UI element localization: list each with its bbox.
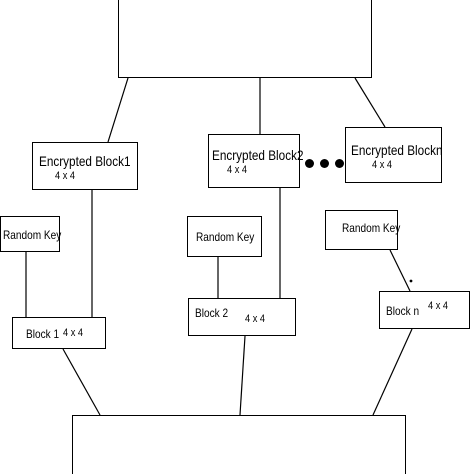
- encrypted-block-2-size: 4 x 4: [227, 164, 248, 176]
- plain-block-2: Block 2 4 x 4: [188, 298, 296, 336]
- encrypted-block-n-size: 4 x 4: [372, 159, 393, 171]
- top-box: [118, 0, 372, 78]
- plain-block-n-name: Block n: [386, 304, 420, 318]
- bottom-box: [72, 415, 406, 474]
- plain-block-n-size: 4 x 4: [428, 300, 449, 312]
- plain-block-2-name: Block 2: [195, 306, 229, 320]
- encrypted-block-1-size: 4 x 4: [55, 170, 76, 182]
- random-key-1: Random Key: [0, 216, 62, 252]
- plain-block-1-name: Block 1: [26, 327, 60, 341]
- connector-blockn-to-bottom: [372, 328, 413, 416]
- random-key-2: Random Key: [187, 216, 262, 257]
- plain-block-2-size: 4 x 4: [245, 313, 266, 325]
- plain-block-1-size: 4 x 4: [63, 327, 84, 339]
- encrypted-block-1-title: Encrypted Block1: [39, 153, 131, 169]
- stray-dot: [409, 279, 413, 283]
- encrypted-block-n-title: Encrypted Blockn: [351, 142, 443, 158]
- encrypted-block-n: Encrypted Blockn 4 x 4: [345, 127, 443, 183]
- connector-top-to-eb1: [107, 77, 129, 143]
- random-key-2-label: Random Key: [196, 230, 255, 244]
- connector-key3-to-blockn: [389, 249, 411, 292]
- connector-top-to-ebn: [354, 77, 386, 128]
- encrypted-block-1: Encrypted Block1 4 x 4: [32, 142, 138, 190]
- plain-block-n: Block n 4 x 4: [379, 291, 470, 329]
- three-dots-icon: [305, 159, 345, 169]
- random-key-3: Random Key: [325, 210, 401, 250]
- connector-block1-to-bottom: [62, 348, 101, 416]
- encrypted-block-2-title: Encrypted Block2: [212, 147, 304, 163]
- connector-block2-to-bottom: [239, 335, 246, 416]
- random-key-1-label: Random Key: [3, 228, 62, 242]
- random-key-3-label: Random Key: [342, 221, 401, 235]
- plain-block-1: Block 1 4 x 4: [12, 317, 106, 349]
- encrypted-block-2: Encrypted Block2 4 x 4: [208, 134, 304, 188]
